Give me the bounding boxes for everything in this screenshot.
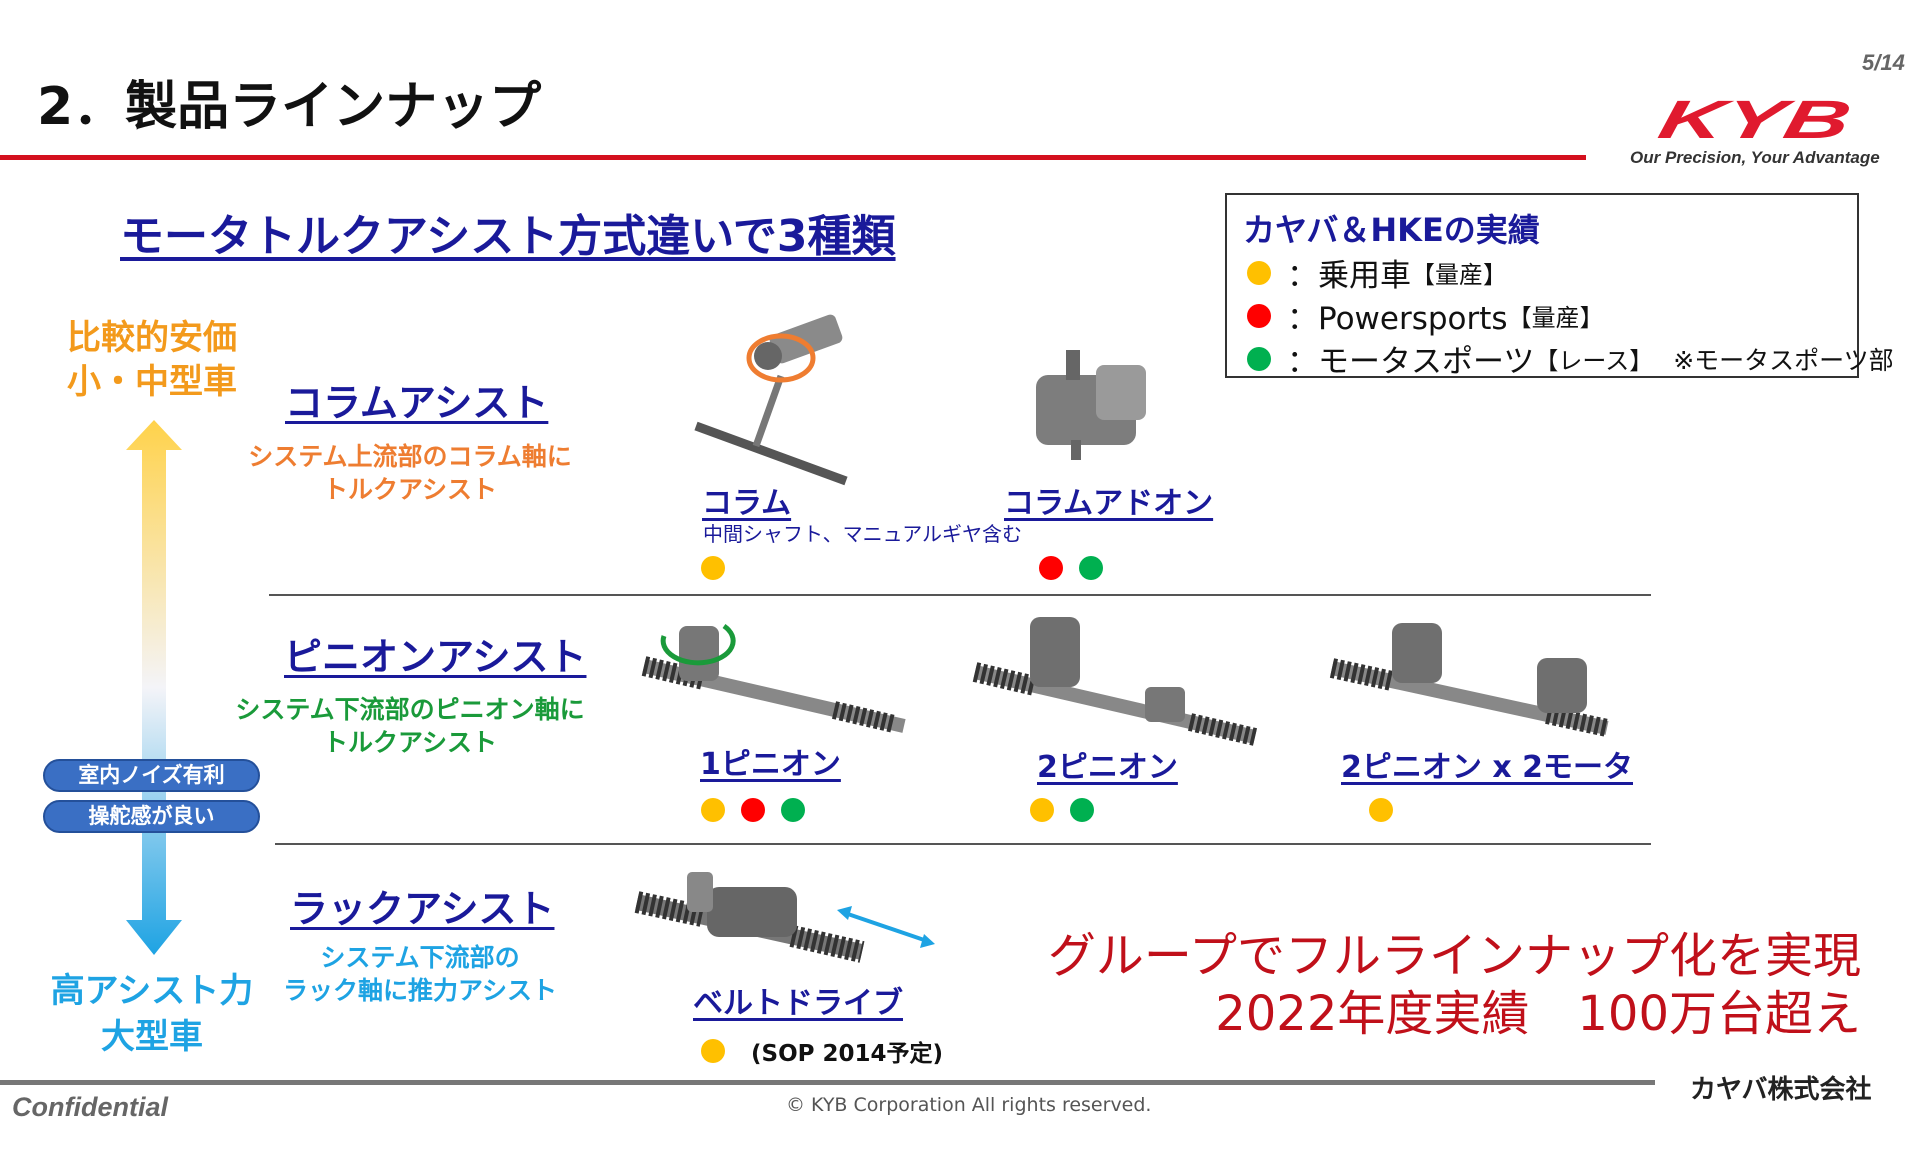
pinion2-motor2-image bbox=[1329, 623, 1609, 737]
product-column-addon: コラムアドオン bbox=[1004, 486, 1214, 521]
product-belt-drive-dots: (SOP 2014予定) bbox=[701, 1034, 943, 1068]
legend-label: ：乗用車 bbox=[1287, 258, 1411, 294]
product-pinion2-motor2-dots bbox=[1369, 798, 1393, 822]
product-column-note: 中間シャフト、マニュアルギヤ含む bbox=[703, 522, 1022, 546]
pill-steering-feel: 操舵感が良い bbox=[43, 800, 260, 833]
product-column-addon-dots bbox=[1039, 556, 1103, 580]
legend-box: カヤバ＆HKEの実績 ：乗用車【量産】 ：Powersports【量産】 ：モー… bbox=[1225, 193, 1894, 380]
desc-line: トルクアシスト bbox=[322, 475, 497, 504]
logo-tagline: Our Precision, Your Advantage bbox=[1630, 148, 1880, 167]
product-pinion1-dots bbox=[701, 798, 805, 822]
company-name: カヤバ株式会社 bbox=[1690, 1075, 1872, 1105]
desc-line: ラック軸に推力アシスト bbox=[282, 976, 557, 1005]
legend-item-passenger: ：乗用車【量産】 bbox=[1247, 250, 1507, 295]
page-title: 2．製品ラインナップ bbox=[37, 77, 542, 137]
red-dot-icon bbox=[1247, 303, 1271, 328]
footer-divider bbox=[0, 1080, 1655, 1085]
axis-bottom-line1: 高アシスト力 bbox=[50, 971, 254, 1011]
message-line1: グループでフルラインナップ化を実現 bbox=[1047, 928, 1861, 984]
axis-top-label: 比較的安価 小・中型車 bbox=[60, 316, 244, 404]
green-dot-icon bbox=[1070, 798, 1094, 822]
legend-tag: 【レース】 bbox=[1534, 347, 1654, 375]
green-dot-icon bbox=[1079, 556, 1103, 580]
axis-top-line1: 比較的安価 bbox=[67, 318, 237, 358]
product-pinion1: 1ピニオン bbox=[700, 747, 841, 782]
sop-note: (SOP 2014予定) bbox=[751, 1041, 944, 1067]
legend-item-powersports: ：Powersports【量産】 bbox=[1247, 293, 1604, 338]
category-rack-assist: ラックアシスト bbox=[290, 887, 555, 931]
belt-drive-image bbox=[634, 872, 935, 963]
legend-label: ：Powersports bbox=[1287, 301, 1508, 337]
category-column-desc: システム上流部のコラム軸に トルクアシスト bbox=[240, 440, 580, 506]
product-column: コラム bbox=[702, 486, 792, 521]
axis-bottom-line2: 大型車 bbox=[101, 1017, 203, 1057]
column-eps-image bbox=[694, 314, 848, 486]
double-arrow-icon bbox=[126, 420, 182, 955]
legend-item-motorsports: ：モータスポーツ【レース】 ※モータスポーツ部 bbox=[1247, 336, 1894, 381]
copyright: © KYB Corporation All rights reserved. bbox=[786, 1094, 1152, 1116]
axis-top-line2: 小・中型車 bbox=[67, 362, 237, 402]
legend-tag: 【量産】 bbox=[1507, 304, 1604, 332]
axis-bottom-label: 高アシスト力 大型車 bbox=[50, 968, 254, 1060]
confidential-label: Confidential bbox=[12, 1092, 168, 1122]
yellow-dot-icon bbox=[701, 556, 725, 580]
title-divider bbox=[0, 155, 1586, 160]
category-column-assist: コラムアシスト bbox=[285, 381, 549, 425]
row-divider bbox=[275, 843, 1651, 845]
pinion2-image bbox=[972, 617, 1258, 746]
section-subtitle: モータトルクアシスト方式違いで3種類 bbox=[120, 211, 896, 262]
yellow-dot-icon bbox=[1247, 260, 1271, 285]
category-pinion-desc: システム下流部のピニオン軸に トルクアシスト bbox=[230, 693, 590, 759]
legend-note: ※モータスポーツ部 bbox=[1673, 345, 1894, 375]
product-pinion2-motor2: 2ピニオン x 2モータ bbox=[1341, 750, 1633, 785]
yellow-dot-icon bbox=[701, 798, 725, 822]
yellow-dot-icon bbox=[1369, 798, 1393, 822]
category-rack-desc: システム下流部の ラック軸に推力アシスト bbox=[270, 941, 570, 1007]
product-belt-drive: ベルトドライブ bbox=[693, 986, 903, 1021]
yellow-dot-icon bbox=[701, 1039, 725, 1063]
desc-line: システム下流部の bbox=[320, 943, 520, 972]
pinion1-image bbox=[641, 623, 906, 733]
product-pinion2-dots bbox=[1030, 798, 1094, 822]
desc-line: システム下流部のピニオン軸に bbox=[235, 695, 585, 724]
desc-line: システム上流部のコラム軸に bbox=[248, 442, 572, 471]
column-addon-image bbox=[1036, 350, 1146, 460]
product-column-dots bbox=[701, 556, 725, 580]
red-dot-icon bbox=[741, 798, 765, 822]
red-dot-icon bbox=[1039, 556, 1063, 580]
kyb-logo: KYB bbox=[1654, 96, 1852, 144]
category-pinion-assist: ピニオンアシスト bbox=[284, 635, 587, 679]
page-number: 5/14 bbox=[1862, 50, 1905, 75]
desc-line: トルクアシスト bbox=[322, 728, 497, 757]
legend-tag: 【量産】 bbox=[1411, 261, 1507, 289]
svg-text:KYB: KYB bbox=[1654, 96, 1852, 144]
product-pinion2: 2ピニオン bbox=[1037, 750, 1178, 785]
yellow-dot-icon bbox=[1030, 798, 1054, 822]
legend-label: ：モータスポーツ bbox=[1287, 344, 1535, 380]
green-dot-icon bbox=[781, 798, 805, 822]
green-dot-icon bbox=[1247, 346, 1271, 371]
legend-title: カヤバ＆HKEの実績 bbox=[1243, 211, 1540, 249]
pill-cabin-noise: 室内ノイズ有利 bbox=[43, 759, 260, 792]
message-line2: 2022年度実績 100万台超え bbox=[1215, 986, 1861, 1042]
row-divider bbox=[269, 594, 1651, 596]
